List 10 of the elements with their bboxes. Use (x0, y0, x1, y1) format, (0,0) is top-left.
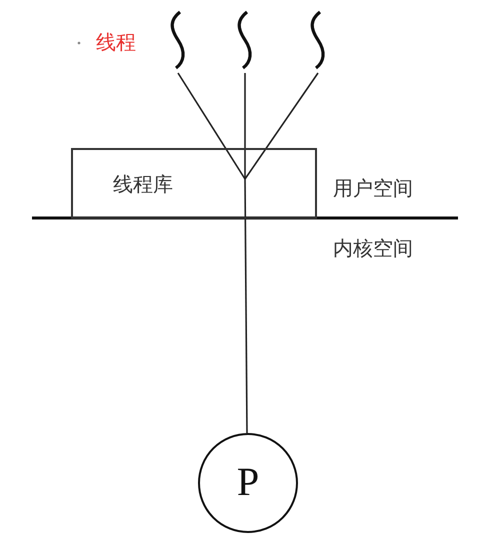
space-label: 用户空间 (333, 178, 413, 198)
thread-annotation: 线程 (96, 32, 136, 52)
library-box (71, 148, 317, 219)
space-label: 内核空间 (333, 238, 413, 258)
connector-line (244, 72, 319, 180)
process-label: P (236, 462, 260, 502)
connector-line (244, 73, 246, 179)
connector-line (244, 179, 248, 433)
box-label: 线程库 (113, 174, 173, 194)
connector-line (177, 72, 246, 180)
